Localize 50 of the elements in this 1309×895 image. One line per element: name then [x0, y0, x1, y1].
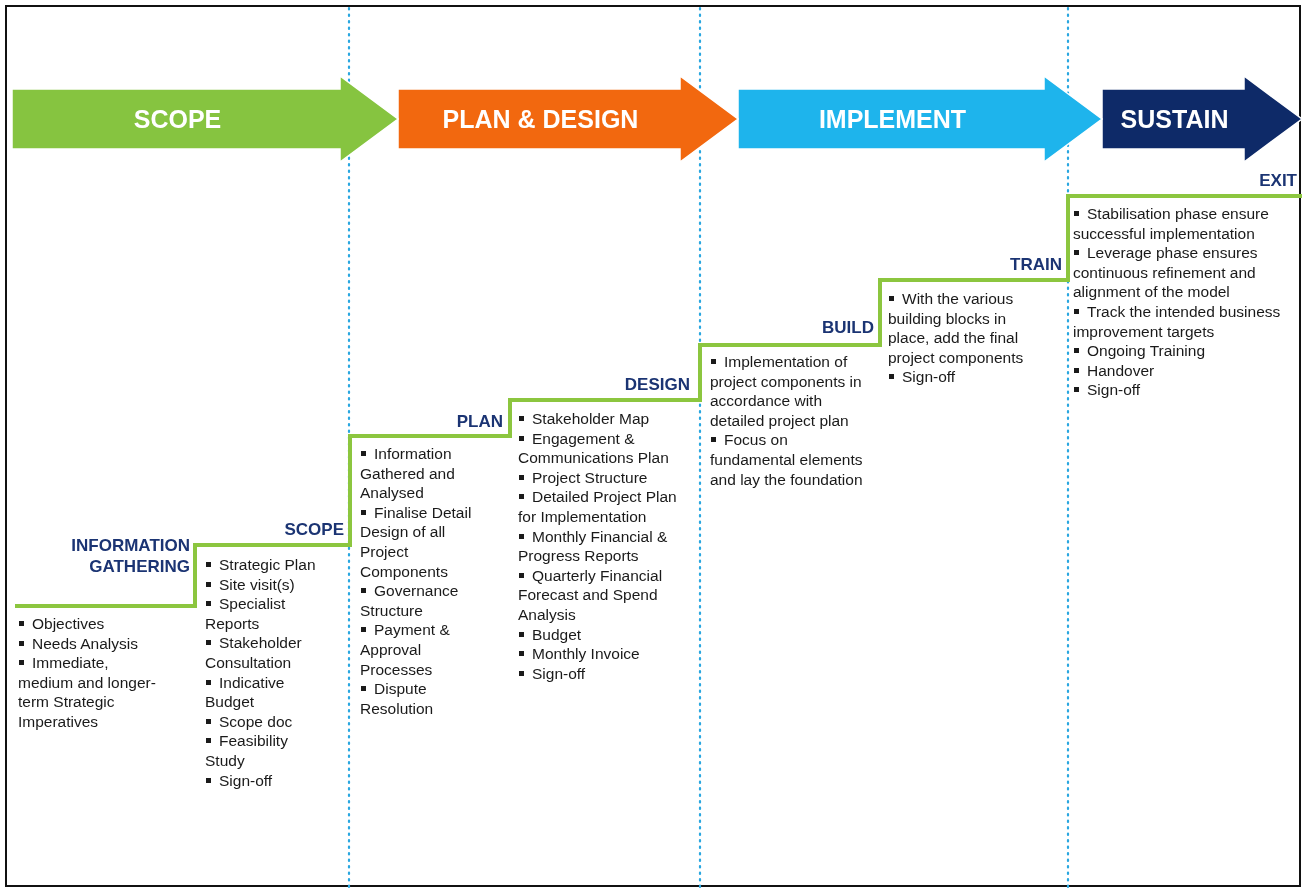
phase-label: IMPLEMENT	[818, 104, 967, 134]
bullet-item: Governance Structure	[360, 581, 488, 621]
bullet-item: Finalise Detail Design of all Project Components	[360, 502, 488, 582]
bullet-item: Ongoing Training	[1073, 341, 1288, 361]
bullet-item: Monthly Financial & Progress Reports	[518, 526, 683, 566]
bullet-item: Budget	[518, 624, 683, 645]
bullet-item: Sign-off	[518, 663, 683, 684]
bullet-item: Stakeholder Consultation	[205, 633, 317, 673]
bullet-item: Engagement & Communications Plan	[518, 428, 683, 468]
bullet-item: With the various building blocks in place, add the final project components	[888, 289, 1048, 368]
bullet-item: Immediate, medium and longer-term Strategic Imperatives	[18, 653, 158, 732]
bullet-item: Objectives	[18, 614, 158, 634]
step-title: PLAN	[456, 411, 503, 432]
phase-banner	[398, 76, 738, 162]
bullet-item: Detailed Project Plan for Implementation	[518, 487, 683, 527]
bullet-item: Site visit(s)	[205, 574, 317, 595]
bullet-item: Needs Analysis	[18, 633, 158, 654]
bullet-item: Handover	[1073, 360, 1288, 381]
bullet-item: Leverage phase ensures continuous refinement and alignment of the model	[1073, 243, 1288, 302]
phase-banner	[738, 76, 1102, 162]
bullet-item: Project Structure	[518, 467, 683, 488]
bullet-item: Payment & Approval Processes	[360, 620, 488, 680]
phase-label: SCOPE	[133, 104, 222, 134]
bullet-item: Implementation of project components in accordance with detailed project plan	[710, 352, 870, 431]
step-title: EXIT	[1259, 170, 1297, 191]
bullet-item: Track the intended business improvement targets	[1073, 301, 1288, 342]
bullet-item: Dispute Resolution	[360, 679, 488, 719]
bullet-item: Sign-off	[1073, 380, 1288, 400]
bullet-item: Quarterly Financial Forecast and Spend Analysis	[518, 565, 683, 625]
bullet-item: Focus on fundamental elements and lay the foundation	[710, 430, 870, 490]
bullet-item: Information Gathered and Analysed	[360, 444, 488, 503]
bullet-item: Monthly Invoice	[518, 644, 683, 664]
step-title: DESIGN	[624, 374, 690, 395]
bullet-item: Feasibility Study	[205, 731, 317, 771]
bullet-item: Stabilisation phase ensure successful implementation	[1073, 204, 1288, 244]
bullet-item: Sign-off	[205, 770, 317, 791]
phase-label: PLAN & DESIGN	[442, 104, 639, 134]
phase-banner	[12, 76, 398, 162]
bullet-item: Indicative Budget	[205, 672, 317, 712]
bullet-item: Specialist Reports	[205, 594, 317, 634]
phase-label: SUSTAIN	[1120, 104, 1229, 134]
step-title: SCOPE	[284, 519, 344, 540]
step-title: TRAIN	[1010, 254, 1062, 275]
step-title: BUILD	[822, 317, 874, 338]
phase-banner	[1102, 76, 1302, 162]
bullet-item: Scope doc	[205, 711, 317, 732]
bullet-item: Sign-off	[888, 367, 1048, 387]
step-title: INFORMATION GATHERING	[70, 535, 190, 577]
bullet-item: Strategic Plan	[205, 555, 317, 575]
bullet-item: Stakeholder Map	[518, 409, 683, 429]
